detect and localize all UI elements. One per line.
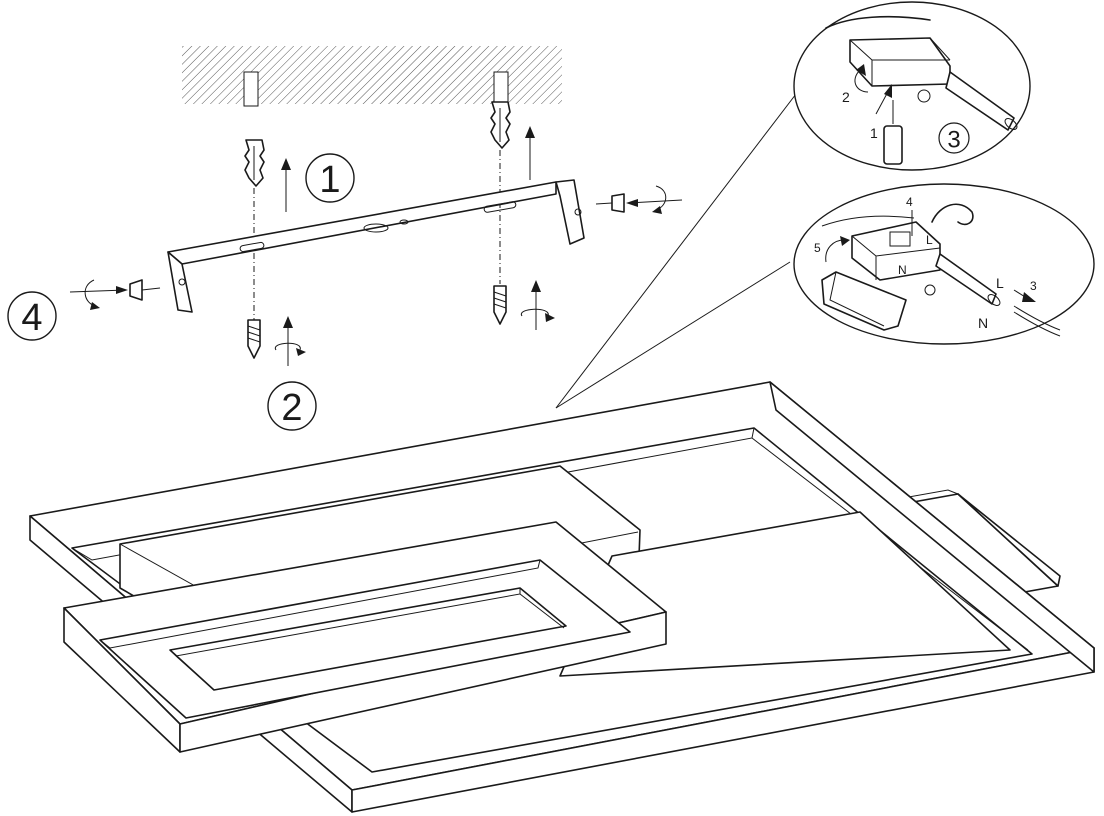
side-screw-right <box>595 185 683 214</box>
ceiling <box>182 46 562 107</box>
wall-plug-left <box>244 139 265 187</box>
wiring-marker-5: 5 <box>814 241 821 255</box>
wall-plug-right <box>490 101 511 149</box>
step-4-marker: 4 <box>7 291 57 341</box>
lamp-body <box>29 381 1095 813</box>
detail-top-marker-1: 1 <box>870 125 878 141</box>
step-2-label: 2 <box>281 387 302 429</box>
detail-wiring: 4 5 3 L N L N <box>793 183 1095 345</box>
wiring-marker-4: 4 <box>906 195 913 209</box>
wiring-terminal-L: L <box>926 233 933 247</box>
step-3-label: 3 <box>947 127 960 154</box>
rotate-arrow-icon <box>274 280 555 366</box>
step-1-label: 1 <box>319 159 340 201</box>
wiring-wire-L: L <box>996 275 1004 291</box>
screw-right <box>493 285 507 325</box>
wiring-terminal-N: N <box>898 263 907 277</box>
callout-lines <box>555 93 797 409</box>
screw-left <box>247 319 261 359</box>
side-screw-left <box>69 279 161 310</box>
step-1-marker: 1 <box>305 153 355 203</box>
mounting-bracket <box>167 179 585 313</box>
step-4-label: 4 <box>21 297 42 339</box>
wiring-wire-N: N <box>978 315 988 331</box>
step-2-marker: 2 <box>267 381 317 431</box>
detail-terminal-cover: 2 1 3 <box>793 1 1031 171</box>
wiring-marker-3: 3 <box>1030 279 1037 293</box>
detail-top-marker-2: 2 <box>842 89 850 105</box>
arrow-up-icon <box>281 126 535 212</box>
